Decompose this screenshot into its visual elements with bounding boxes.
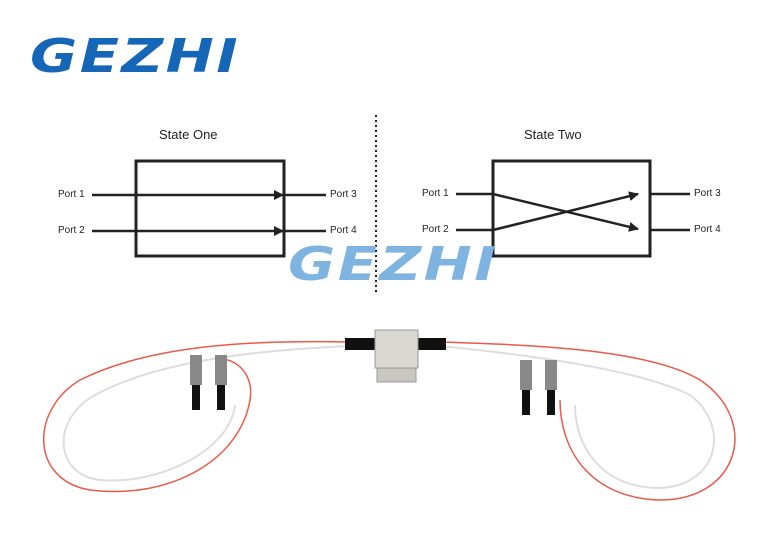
- state-two-port-4: Port 4: [694, 224, 721, 235]
- optical-switch-photo: [43, 329, 736, 501]
- state-two-port-3: Port 3: [694, 188, 721, 199]
- watermark-logo: GEZHI: [288, 237, 499, 291]
- brand-logo: GEZHI: [30, 29, 241, 83]
- state-two-port-1: Port 1: [422, 188, 449, 199]
- state-two-port-2: Port 2: [422, 224, 449, 235]
- state-one-diagram: [92, 159, 326, 258]
- state-one-title: State One: [159, 127, 218, 142]
- state-one-port-1: Port 1: [58, 189, 85, 200]
- state-one-port-3: Port 3: [330, 189, 357, 200]
- state-one-port-4: Port 4: [330, 225, 357, 236]
- state-two-title: State Two: [524, 127, 582, 142]
- state-two-diagram: [456, 159, 690, 258]
- state-one-port-2: Port 2: [58, 225, 85, 236]
